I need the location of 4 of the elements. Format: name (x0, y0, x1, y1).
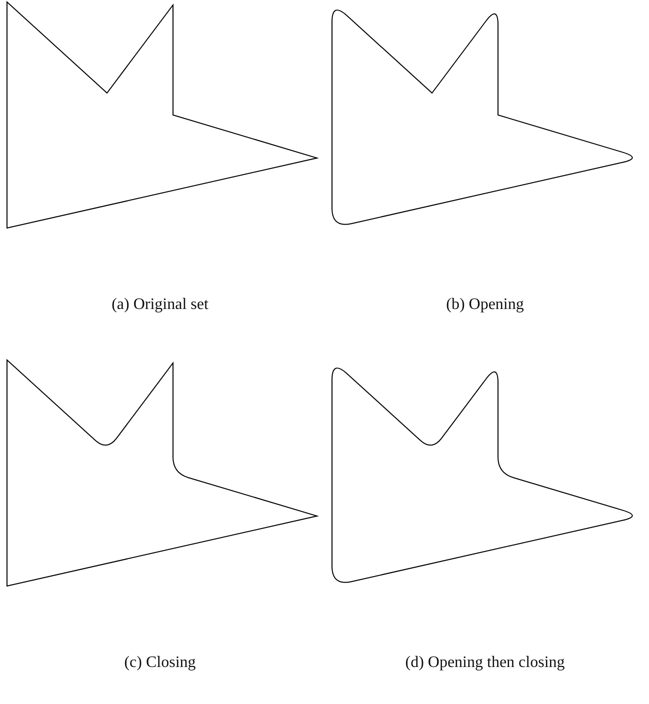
figure-caption: (a) Original set (110, 296, 210, 314)
figure-caption: (b) Opening (445, 296, 525, 314)
figure-caption: (c) Closing (123, 654, 197, 672)
figure-caption: (d) Opening then closing (404, 654, 566, 672)
